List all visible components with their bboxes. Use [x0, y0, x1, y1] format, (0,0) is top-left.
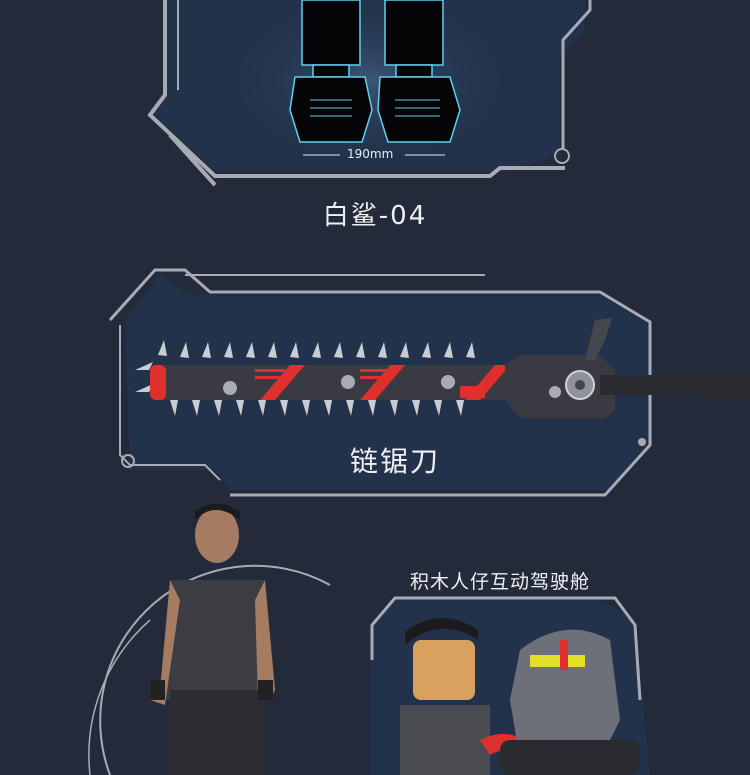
mech-legs-blueprint: [220, 0, 520, 170]
weapon-name-caption: 链锯刀: [349, 445, 440, 478]
cockpit-section-art: [88, 503, 650, 775]
dimension-label: 190mm: [347, 147, 394, 161]
minifigure-pilot: [400, 617, 545, 775]
mech-name-caption: 白鲨-04: [322, 201, 428, 231]
cockpit-robot-head: [500, 629, 640, 775]
chainsaw-blade-model: [135, 318, 750, 418]
pilot-figure: [150, 503, 275, 775]
cockpit-caption: 积木人仔互动驾驶舱: [409, 571, 590, 593]
